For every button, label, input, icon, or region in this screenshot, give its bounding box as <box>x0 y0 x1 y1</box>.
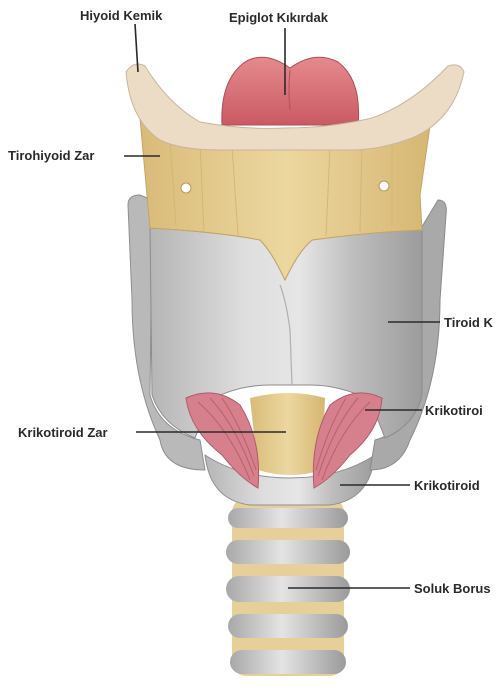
trachea-ring <box>226 576 350 602</box>
trachea-ring <box>228 614 348 638</box>
label-thyrohyoid-membrane: Tirohiyoid Zar <box>8 148 94 163</box>
trachea-ring <box>230 650 346 674</box>
label-trachea: Soluk Borus <box>414 581 491 596</box>
label-cricoid-cartilage: Krikotiroid <box>414 478 480 493</box>
label-thyroid-cartilage: Tiroid K <box>444 315 493 330</box>
label-cricothyroid-muscle: Krikotiroi <box>425 403 483 418</box>
trachea <box>226 498 350 676</box>
label-hyoid-bone: Hiyoid Kemik <box>80 8 163 23</box>
label-epiglottis: Epiglot Kıkırdak <box>229 10 329 25</box>
epiglottis <box>222 57 359 125</box>
trachea-ring <box>226 540 350 564</box>
label-cricothyroid-membrane: Krikotiroid Zar <box>18 425 108 440</box>
trachea-ring <box>228 508 348 528</box>
